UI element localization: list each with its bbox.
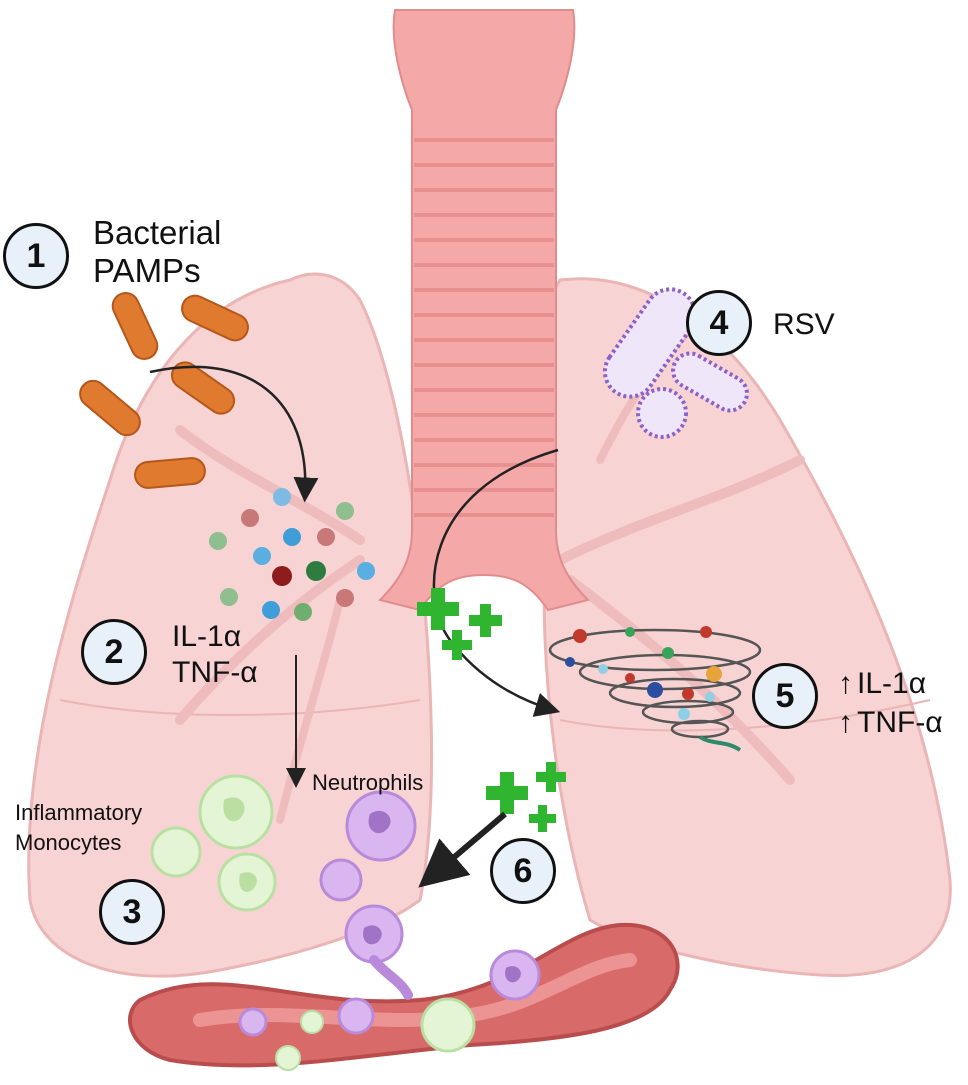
cytokine-icon <box>220 588 238 606</box>
cytokine-icon <box>283 528 301 546</box>
cytokine-icon <box>273 488 291 506</box>
step-5-label-line-2: ↑TNF-α <box>838 705 943 741</box>
step-4-badge: 4 <box>686 290 752 356</box>
cytokine-icon <box>306 561 326 581</box>
bacterium-icon <box>134 457 206 489</box>
plus-icon <box>486 772 528 814</box>
plus-icon <box>536 762 566 792</box>
cytokine-icon <box>294 603 312 621</box>
arrow-pamps-to-cytokines <box>149 365 319 503</box>
bacterium-icon <box>181 294 249 342</box>
cytokine-icon <box>253 547 271 565</box>
step-4-label: RSV <box>773 308 835 341</box>
plus-icon <box>529 805 556 832</box>
left-lung <box>27 272 434 978</box>
rsv-group <box>602 287 749 439</box>
step-3-label-line-2: Monocytes <box>15 830 122 855</box>
step-2-badge: 2 <box>81 619 147 685</box>
monocyte-icon <box>300 1010 324 1034</box>
neutrophil-icon <box>319 858 363 902</box>
plus-icon <box>417 588 459 630</box>
cytokine-icon <box>272 566 292 586</box>
rsv-virion-icon <box>636 387 688 439</box>
cytokine-icon <box>336 502 354 520</box>
cytokine-icon <box>262 601 280 619</box>
step-5-badge: 5 <box>752 663 818 729</box>
step-5-label-line-1-text: IL-1α <box>857 667 927 700</box>
cytokine-icon <box>336 589 354 607</box>
step-1-label-line-1: Bacterial <box>93 214 222 251</box>
step-3-label-line-1: Inflammatory <box>15 800 143 825</box>
cytokine-icon <box>317 528 335 546</box>
bacterium-icon <box>111 292 159 360</box>
bacterium-icon <box>79 379 141 437</box>
cytokine-icon <box>357 562 375 580</box>
step-2-label-line-2: TNF-α <box>172 656 258 689</box>
cytokine-cluster <box>209 488 375 621</box>
trachea <box>378 9 590 612</box>
step-1-label-line-2: PAMPs <box>93 252 201 289</box>
plus-icon <box>469 604 502 637</box>
neutrophil-group <box>238 790 541 1037</box>
right-lung <box>537 277 952 978</box>
step-2-label-line-1: IL-1α <box>172 620 242 653</box>
plus-group-top <box>417 588 502 660</box>
neutrophils-label: Neutrophils <box>312 770 424 795</box>
step-1-badge: 1 <box>3 223 69 289</box>
plus-icon <box>442 630 472 660</box>
neutrophil-icon <box>337 997 375 1035</box>
cytokine-storm-icon <box>548 626 762 752</box>
arrow-recruitment <box>418 811 507 888</box>
monocyte-icon <box>150 826 202 878</box>
increase-arrow-icon: ↑ <box>838 667 853 700</box>
monocyte-icon <box>420 997 476 1053</box>
trachea-rings <box>414 138 554 517</box>
monocyte-icon <box>275 1045 301 1071</box>
step-3-badge: 3 <box>99 879 165 945</box>
step-6-badge: 6 <box>490 838 556 904</box>
rsv-virion-icon <box>671 351 749 413</box>
rsv-virion-icon <box>602 287 698 399</box>
monocyte-group <box>150 774 476 1071</box>
bacteria-group <box>79 292 249 489</box>
cytokine-icon <box>209 532 227 550</box>
neutrophil-icon <box>238 1007 268 1037</box>
step-5-label-line-2-text: TNF-α <box>857 706 943 739</box>
cytokine-icon <box>241 509 259 527</box>
step-5-label-line-1: ↑IL-1α <box>838 666 926 702</box>
plus-group-bottom <box>486 762 566 832</box>
increase-arrow-icon: ↑ <box>838 706 853 739</box>
